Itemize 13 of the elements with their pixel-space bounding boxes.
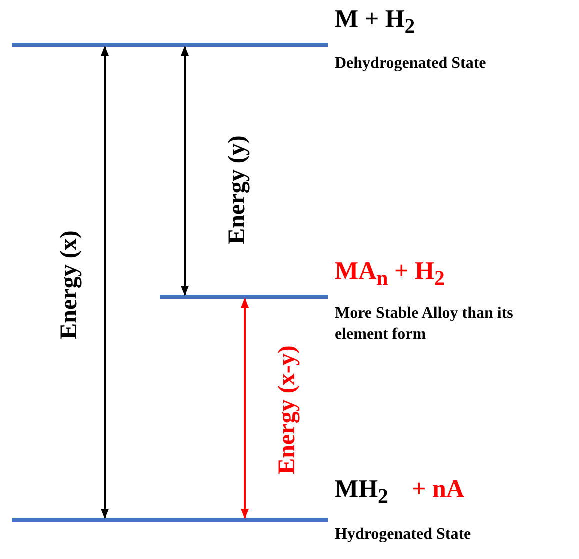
edge-label: Energy (y)	[224, 136, 252, 244]
state-label: More Stable Alloy than its element form	[335, 304, 514, 345]
edge-label: Energy (x-y)	[274, 346, 302, 474]
level-formula: MH$_{2}$	[335, 476, 388, 509]
edge-label: Energy (x)	[56, 230, 84, 340]
level-formula: MA$_{n}$ + H$_{2}$	[335, 258, 445, 291]
level-formula: + nA	[412, 476, 464, 504]
state-label: Dehydrogenated State	[335, 54, 486, 74]
level-formula: M + H$_{2}$	[335, 6, 416, 39]
state-label: Hydrogenated State	[335, 525, 472, 545]
double-arrow	[241, 298, 249, 519]
double-arrow	[181, 46, 189, 296]
double-arrow	[101, 46, 109, 519]
